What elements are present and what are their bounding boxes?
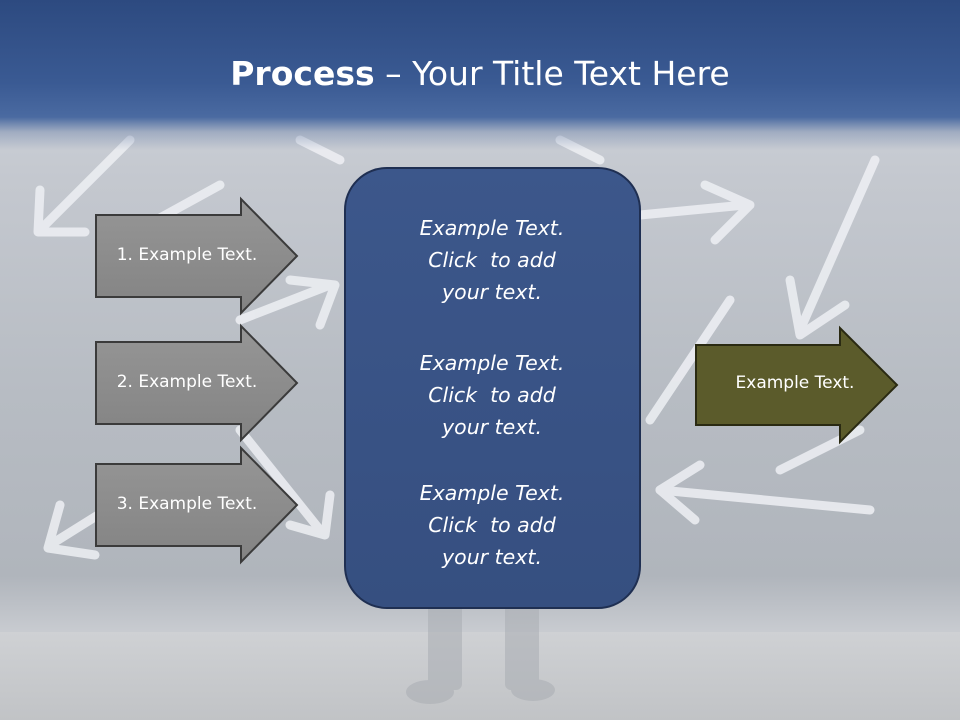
header-band: [0, 0, 960, 150]
output-arrow[interactable]: [695, 325, 899, 445]
center-process-box[interactable]: [344, 167, 641, 609]
center-block-1-line-3: your text.: [442, 280, 542, 304]
center-block-2-line-2: Click to add: [428, 383, 556, 407]
center-text-block-2: Example Text. Click to add your text.: [344, 347, 640, 443]
center-text-block-3: Example Text. Click to add your text.: [344, 477, 640, 573]
center-block-2-line-3: your text.: [442, 415, 542, 439]
slide-title[interactable]: Process – Your Title Text Here: [0, 54, 960, 93]
center-block-3-line-1: Example Text.: [419, 481, 565, 505]
input-arrow-1-label: 1. Example Text.: [116, 245, 258, 265]
input-arrow-2[interactable]: [95, 323, 299, 443]
center-block-2-line-1: Example Text.: [419, 351, 565, 375]
output-arrow-label: Example Text.: [735, 373, 855, 393]
center-block-3-line-2: Click to add: [428, 513, 556, 537]
center-block-3-line-3: your text.: [442, 545, 542, 569]
floor: [0, 632, 960, 720]
center-text-block-1: Example Text. Click to add your text.: [344, 212, 640, 308]
center-block-1-line-1: Example Text.: [419, 216, 565, 240]
center-block-1-line-2: Click to add: [428, 248, 556, 272]
input-arrow-3-label: 3. Example Text.: [116, 494, 258, 514]
input-arrow-2-label: 2. Example Text.: [116, 372, 258, 392]
input-arrow-3[interactable]: [95, 445, 299, 565]
title-rest: – Your Title Text Here: [374, 54, 730, 93]
input-arrow-1[interactable]: [95, 196, 299, 316]
title-bold: Process: [230, 54, 375, 93]
